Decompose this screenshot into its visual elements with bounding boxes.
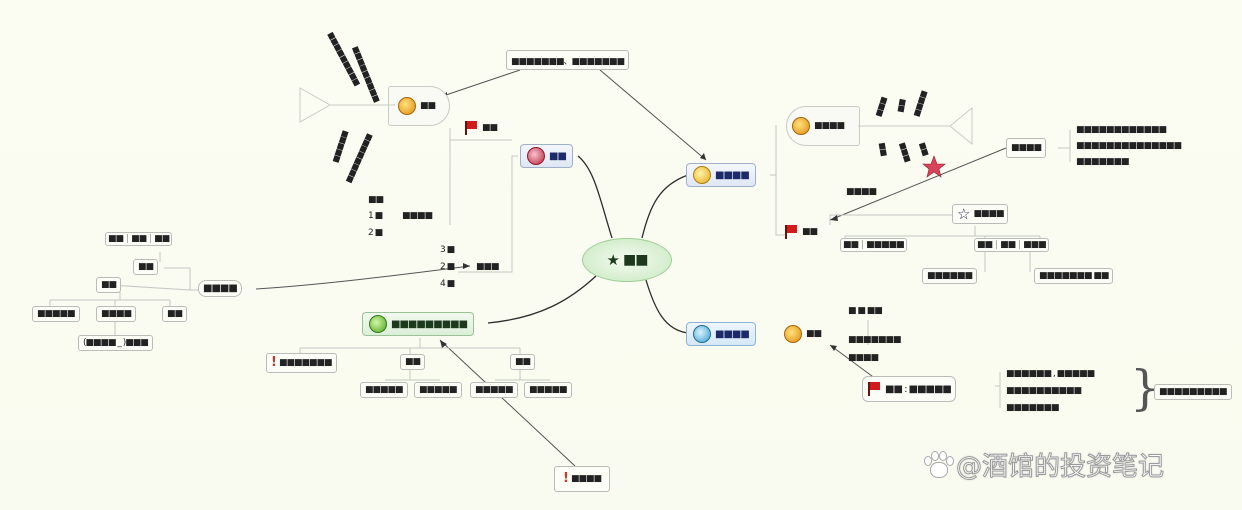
smile-icon bbox=[784, 325, 802, 343]
top-note-label: ■■■■■■■、■■■■■■■ bbox=[511, 56, 625, 67]
left-tree-leaf[interactable]: ■■■■■ bbox=[32, 306, 80, 322]
central-topic-label: ■■ bbox=[622, 252, 648, 268]
cyan-circle-icon bbox=[693, 325, 711, 343]
fishbone-bone: ■■■ bbox=[897, 141, 913, 163]
flag-item: ■■■■■■■ bbox=[1006, 403, 1060, 413]
right-flag-node[interactable]: ■■ bbox=[782, 224, 819, 240]
branch-right-top[interactable]: ■■■■ bbox=[686, 163, 756, 187]
bottom-note[interactable]: ! ■■■■ bbox=[554, 466, 611, 492]
group-item[interactable]: ■■■■■ bbox=[470, 382, 518, 398]
exclamation-icon: ! bbox=[271, 355, 277, 370]
branch-top-left[interactable]: ■■ bbox=[520, 144, 573, 168]
pink-circle-icon bbox=[527, 147, 545, 165]
right-flag-above-label: ■■■■ bbox=[846, 187, 877, 197]
flag-icon bbox=[464, 121, 478, 135]
fishbone-bone: ■■■■ bbox=[911, 90, 929, 118]
fishbone-bone: ■■■ bbox=[873, 96, 889, 118]
right-list-item: ■■■■■■■ bbox=[1076, 157, 1130, 167]
yellow-face-icon bbox=[398, 97, 416, 115]
right-fishbone-label: ■■■■ bbox=[790, 116, 846, 136]
star-icon: ★ bbox=[606, 251, 620, 269]
top-note[interactable]: ■■■■■■■、■■■■■■■ bbox=[506, 50, 630, 70]
list-side-label: ■■■■ bbox=[402, 211, 433, 221]
star-outline-icon: ☆ bbox=[957, 205, 970, 223]
warning-node[interactable]: ! ■■■■■■■ bbox=[266, 353, 337, 373]
baidu-paw-icon bbox=[922, 450, 954, 480]
watermark: @酒馆的投资笔记 bbox=[922, 446, 1165, 483]
left-tree-sub[interactable]: ■■ bbox=[96, 277, 122, 293]
list-item: 3 ■ bbox=[440, 245, 455, 255]
group-label[interactable]: ■■ bbox=[510, 354, 536, 370]
exclamation-icon: ! bbox=[563, 471, 569, 486]
group-item[interactable]: ■■■■■ bbox=[414, 382, 462, 398]
green-circle-icon bbox=[369, 315, 387, 333]
summary-node[interactable]: ■■■■■■■■■ bbox=[1154, 384, 1232, 400]
smile-node[interactable]: ■■ bbox=[782, 324, 823, 344]
left-tree-leaf-bottom[interactable]: (■■■■ _ )■■■ bbox=[78, 335, 153, 351]
sub-item: ■■■■■■■ bbox=[848, 335, 902, 345]
group-label[interactable]: ■■ bbox=[400, 354, 426, 370]
yellow-circle-icon bbox=[693, 166, 711, 184]
right-list-item: ■■■■■■■■■■■■ bbox=[1076, 125, 1167, 135]
sub-item: ■ ■ ■■ bbox=[848, 306, 883, 316]
right-star-leaf[interactable]: ■■■■■■■ ■■ bbox=[1034, 268, 1114, 284]
right-bottom-flag-node[interactable]: ■■ : ■■■■■ bbox=[862, 376, 956, 402]
fishbone-bone: ■■ bbox=[877, 141, 889, 157]
right-star-node[interactable]: ☆ ■■■■ bbox=[952, 204, 1009, 224]
list-item: ■■ bbox=[368, 195, 384, 205]
left-tree-leaf[interactable]: ■■ bbox=[162, 306, 188, 322]
left-fishbone-label: ■■ bbox=[396, 96, 437, 116]
left-tree-top-items: ■■| ■■| ■■ bbox=[105, 232, 173, 246]
fishbone-bone: ■■ bbox=[895, 98, 907, 114]
flag-item: ■■■■■■ , ■■■■■ bbox=[1006, 369, 1095, 379]
left-tree-mid[interactable]: ■■ bbox=[133, 259, 159, 275]
list-item: 2 ■ bbox=[368, 228, 383, 238]
left-tree-leaf[interactable]: ■■■■ bbox=[96, 306, 137, 322]
central-topic[interactable]: ★ ■■ bbox=[582, 238, 672, 282]
right-star-row1: ■■| ■■■■■ bbox=[840, 238, 907, 252]
sub-item: ■■■■ bbox=[848, 353, 879, 363]
group-item[interactable]: ■■■■■ bbox=[360, 382, 408, 398]
list-item: 4 ■ bbox=[440, 279, 455, 289]
right-star-row2: ■■| ■■| ■■■ bbox=[974, 238, 1049, 252]
flag-icon bbox=[784, 225, 798, 239]
watermark-text: @酒馆的投资笔记 bbox=[955, 452, 1165, 483]
list-side-label: ■■■ bbox=[476, 262, 499, 272]
yellow-face-icon bbox=[792, 117, 810, 135]
fishbone-bone: ■■■■■ bbox=[330, 129, 350, 164]
list-item: 2 ■ bbox=[440, 262, 455, 272]
right-list-item: ■■■■■■■■■■■■■■ bbox=[1076, 141, 1182, 151]
right-list-label[interactable]: ■■■■ bbox=[1006, 138, 1047, 158]
flag-node[interactable]: ■■ bbox=[462, 120, 499, 136]
flag-item: ■■■■■■■■■■ bbox=[1006, 386, 1082, 396]
fishbone-bone: ■■ bbox=[917, 141, 931, 157]
flag-icon bbox=[867, 382, 881, 396]
branch-right-bottom[interactable]: ■■■■ bbox=[686, 322, 756, 346]
right-star-leaf[interactable]: ■■■■■■ bbox=[922, 268, 978, 284]
branch-bottom-left[interactable]: ■■■■■■■■■ bbox=[362, 312, 475, 336]
fishbone-bone: ■■■■■■■■ bbox=[343, 132, 374, 185]
group-item[interactable]: ■■■■■ bbox=[524, 382, 572, 398]
left-tree-root[interactable]: ■■■■ bbox=[198, 280, 242, 297]
red-star-icon bbox=[922, 155, 946, 178]
list-item: 1 ■ bbox=[368, 211, 383, 221]
